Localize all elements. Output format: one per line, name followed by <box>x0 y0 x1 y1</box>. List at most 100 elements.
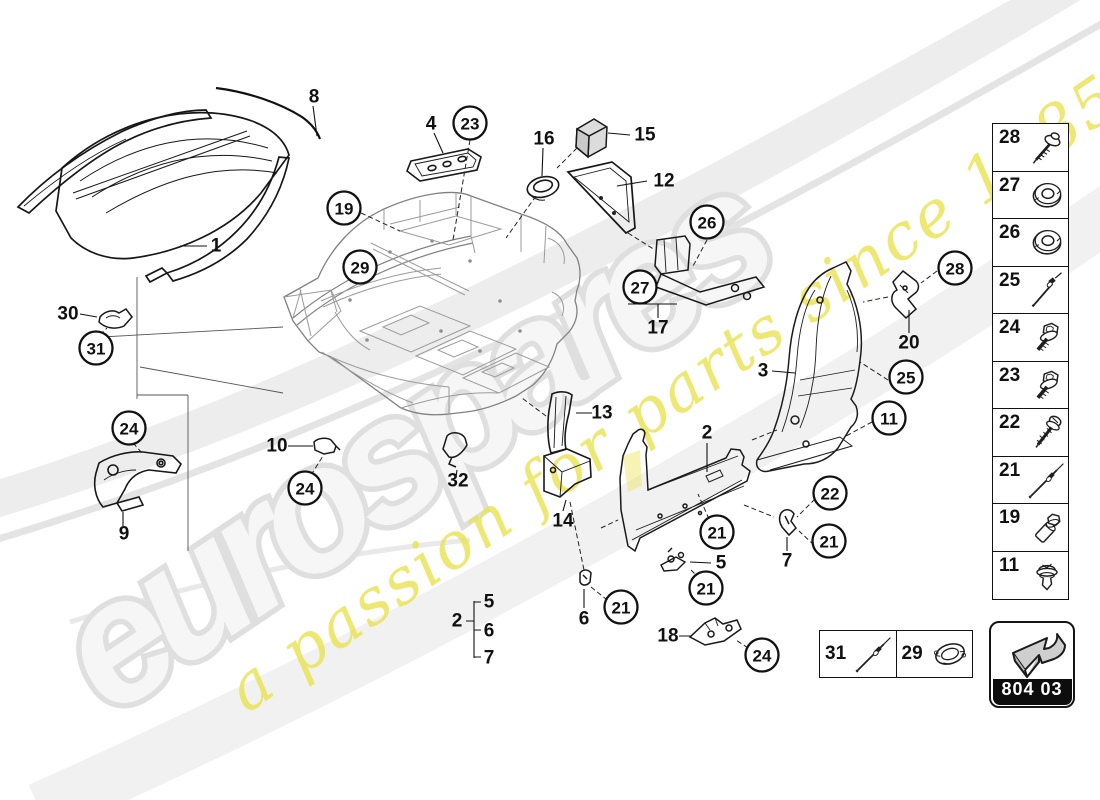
fastener-row-28[interactable]: 28 <box>993 124 1068 172</box>
hinge-plate-part-9 <box>93 451 182 512</box>
part-label-7[interactable]: 7 <box>782 551 793 572</box>
push-clip-icon <box>1027 555 1067 595</box>
clip-part-10 <box>313 437 341 455</box>
fastener-row-25[interactable]: 25 <box>993 267 1068 314</box>
fastener-number: 19 <box>999 507 1021 528</box>
callout-circle[interactable] <box>812 475 848 511</box>
callout-24[interactable]: 24 <box>287 470 323 506</box>
callout-11[interactable]: 11 <box>871 400 907 436</box>
callout-24[interactable]: 24 <box>111 410 147 446</box>
hardware-cell-31[interactable]: 31 <box>820 631 897 677</box>
callout-circle[interactable] <box>688 570 724 606</box>
sill-panel-part-2 <box>619 428 751 553</box>
clip-part-30 <box>98 308 133 329</box>
part-label-10[interactable]: 10 <box>266 436 287 457</box>
part-label-20[interactable]: 20 <box>898 333 919 354</box>
callout-circle[interactable] <box>287 470 323 506</box>
callout-circle[interactable] <box>342 249 378 285</box>
part-label-7[interactable]: 7 <box>484 648 495 669</box>
callout-circle[interactable] <box>452 105 488 141</box>
fastener-row-26[interactable]: 26 <box>993 219 1068 267</box>
part-label-30[interactable]: 30 <box>57 304 78 325</box>
callout-circle[interactable] <box>811 523 847 559</box>
callout-circle[interactable] <box>111 410 147 446</box>
part-label-2[interactable]: 2 <box>702 423 713 444</box>
callout-21[interactable]: 21 <box>603 589 639 625</box>
callout-number: 19 <box>335 200 354 219</box>
callout-circle[interactable] <box>871 400 907 436</box>
callout-29[interactable]: 29 <box>342 249 378 285</box>
clip-part-32 <box>442 432 468 468</box>
part-label-12[interactable]: 12 <box>653 171 674 192</box>
fastener-row-24[interactable]: 24 <box>993 314 1068 362</box>
part-label-15[interactable]: 15 <box>634 125 656 146</box>
callout-27[interactable]: 27 <box>622 269 658 305</box>
callout-31[interactable]: 31 <box>78 330 114 366</box>
callout-number: 21 <box>820 533 839 552</box>
callout-circle[interactable] <box>744 637 780 673</box>
callout-28[interactable]: 28 <box>937 250 973 286</box>
flange-nut-icon <box>1027 175 1067 215</box>
part-label-18[interactable]: 18 <box>657 626 678 647</box>
fastener-row-27[interactable]: 27 <box>993 172 1068 219</box>
part-label-6[interactable]: 6 <box>484 621 495 642</box>
part-label-6[interactable]: 6 <box>579 609 590 630</box>
callout-circle[interactable] <box>603 589 639 625</box>
callout-circle[interactable] <box>689 204 725 240</box>
callout-22[interactable]: 22 <box>812 475 848 511</box>
latch-parts-5 <box>660 547 687 572</box>
callout-number: 24 <box>296 480 315 499</box>
part-label-5[interactable]: 5 <box>484 592 495 613</box>
callout-24[interactable]: 24 <box>744 637 780 673</box>
part-label-13[interactable]: 13 <box>591 403 612 424</box>
bracket-part-20 <box>891 269 920 320</box>
sleeve-bolt-icon <box>1027 507 1067 547</box>
part-label-1[interactable]: 1 <box>211 236 222 257</box>
part-label-32[interactable]: 32 <box>447 471 468 492</box>
callout-26[interactable]: 26 <box>689 204 725 240</box>
flange-nut-icon <box>1027 222 1067 262</box>
part-label-3[interactable]: 3 <box>758 361 769 382</box>
fastener-row-19[interactable]: 19 <box>993 504 1068 552</box>
part-label-17[interactable]: 17 <box>647 318 668 339</box>
fastener-number: 21 <box>999 459 1021 481</box>
fastener-row-23[interactable]: 23 <box>993 362 1068 409</box>
grommet-part-16 <box>526 175 560 201</box>
part-label-5[interactable]: 5 <box>716 553 727 574</box>
part-label-9[interactable]: 9 <box>119 524 130 545</box>
callout-circle[interactable] <box>888 359 924 395</box>
callout-25[interactable]: 25 <box>888 359 924 395</box>
callout-circle[interactable] <box>937 250 973 286</box>
callout-19[interactable]: 19 <box>326 190 362 226</box>
callout-23[interactable]: 23 <box>452 105 488 141</box>
callout-number: 23 <box>461 115 480 134</box>
hardware-cell-29[interactable]: 29 <box>897 631 973 677</box>
oval-cap-icon <box>930 634 970 674</box>
part-label-16[interactable]: 16 <box>533 129 554 150</box>
callout-21[interactable]: 21 <box>811 523 847 559</box>
callout-number: 25 <box>897 369 916 388</box>
direction-arrow-icon <box>1012 633 1066 678</box>
fastener-row-22[interactable]: 22 <box>993 409 1068 457</box>
callout-21[interactable]: 21 <box>688 570 724 606</box>
callout-21[interactable]: 21 <box>699 514 735 550</box>
fastener-row-21[interactable]: 21 <box>993 457 1068 504</box>
part-label-2[interactable]: 2 <box>452 611 463 632</box>
triangle-panel-part-12 <box>566 161 636 235</box>
callout-number: 11 <box>880 410 898 429</box>
part-label-8[interactable]: 8 <box>309 87 320 108</box>
screw-washer-icon <box>1027 127 1067 167</box>
part-label-14[interactable]: 14 <box>552 511 574 532</box>
part-label-4[interactable]: 4 <box>426 114 437 135</box>
hardware-number: 31 <box>825 643 847 664</box>
callout-number: 22 <box>821 485 840 504</box>
callout-circle[interactable] <box>622 269 658 305</box>
callout-circle[interactable] <box>326 190 362 226</box>
fastener-row-11[interactable]: 11 <box>993 552 1068 600</box>
callout-number: 24 <box>753 647 772 666</box>
callout-circle[interactable] <box>699 514 735 550</box>
callout-circle[interactable] <box>78 330 114 366</box>
